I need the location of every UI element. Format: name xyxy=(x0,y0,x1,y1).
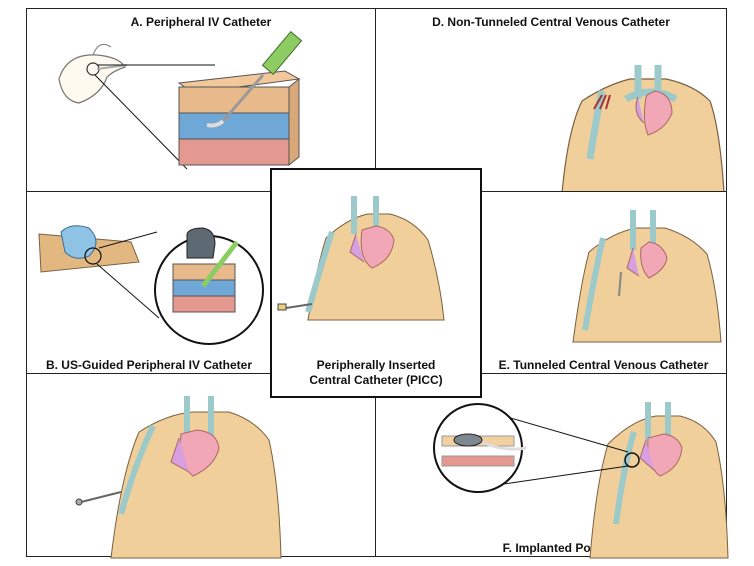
panel-d-label: D. Non-Tunneled Central Venous Catheter xyxy=(432,15,670,29)
panel-e: E. Tunneled Central Venous Catheter xyxy=(480,191,727,374)
panel-d: D. Non-Tunneled Central Venous Catheter xyxy=(375,8,727,194)
picc-panel: Peripherally Inserted Central Catheter (… xyxy=(270,168,482,398)
us-guided-piv-illustration xyxy=(38,225,264,345)
panel-f: F. Implanted Port xyxy=(375,373,729,559)
midline-catheter-illustration xyxy=(75,396,282,559)
peripheral-iv-illustration xyxy=(58,30,303,170)
panel-c: C. Midline Catheter xyxy=(26,373,376,559)
panel-e-label: E. Tunneled Central Venous Catheter xyxy=(498,358,709,372)
panel-a-label: A. Peripheral IV Catheter xyxy=(130,15,272,29)
picc-label: Peripherally Inserted Central Catheter (… xyxy=(272,358,480,388)
picc-label-line1: Peripherally Inserted xyxy=(316,358,436,372)
non-tunneled-cvc-illustration xyxy=(561,65,725,194)
panel-f-label: F. Implanted Port xyxy=(502,541,600,555)
panel-b: B. US-Guided Peripheral IV Catheter xyxy=(26,191,272,374)
tunneled-cvc-illustration xyxy=(572,210,722,343)
panel-b-label: B. US-Guided Peripheral IV Catheter xyxy=(45,358,253,372)
panel-a: A. Peripheral IV Catheter xyxy=(26,8,376,192)
picc-illustration xyxy=(277,196,445,321)
picc-label-line2: Central Catheter (PICC) xyxy=(309,373,443,387)
implanted-port-illustration xyxy=(433,402,729,559)
